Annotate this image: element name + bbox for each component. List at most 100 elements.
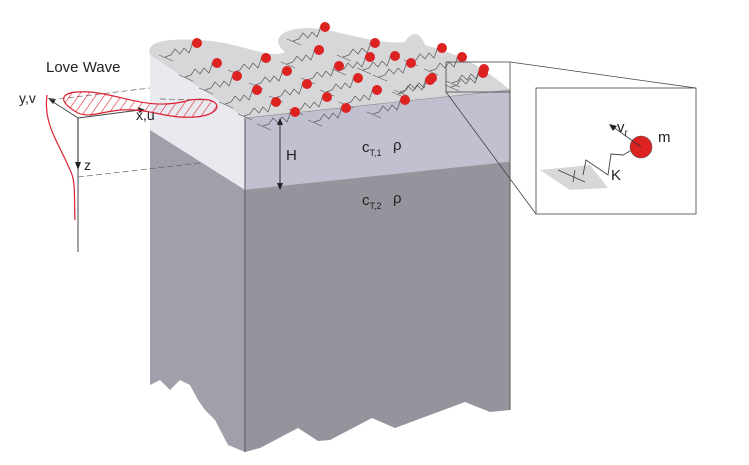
resonator-mass — [400, 95, 410, 105]
resonator-mass — [370, 38, 380, 48]
label-x-axis: x,u — [136, 107, 155, 123]
resonator-anchor — [198, 87, 214, 95]
inset-anchor-line1 — [557, 169, 586, 183]
callout-line-top — [509, 61, 697, 89]
resonator-spring — [313, 108, 342, 123]
resonator-mass — [261, 53, 271, 63]
thickness-arrowhead-bottom — [277, 183, 283, 190]
z-axis-arrowhead — [75, 162, 81, 170]
resonator-anchor — [280, 61, 296, 69]
resonator-mass — [192, 38, 202, 48]
wave-profile-hatched — [63, 91, 218, 118]
resonator-mass — [232, 71, 242, 81]
resonator-mass — [437, 43, 447, 53]
substrate-front-face — [245, 162, 510, 452]
resonator-spring — [337, 57, 366, 72]
resonator-spring — [378, 63, 407, 78]
resonator-mass — [478, 68, 488, 78]
resonator-spring — [450, 73, 479, 88]
wave-axes — [45, 87, 218, 252]
top-surface — [149, 28, 510, 118]
resonator-spring — [362, 56, 391, 71]
resonator-mass — [212, 58, 222, 68]
resonator-mass — [302, 79, 312, 89]
label-layer2-speed: cT,2 — [362, 192, 382, 211]
resonator-anchor — [356, 67, 372, 75]
substrate-side-face — [150, 130, 245, 452]
resonator-mass — [282, 66, 292, 76]
wave-profile-depth — [45, 94, 76, 221]
layer1-side-face — [150, 55, 245, 190]
resonator-anchor — [331, 68, 347, 76]
resonator-mass — [320, 22, 330, 32]
resonator-anchor — [423, 68, 439, 76]
label-layer2-density: ρ — [393, 190, 402, 207]
resonator-mass — [353, 73, 363, 83]
resonator-anchor — [256, 123, 272, 131]
resonator-spring — [325, 78, 354, 93]
resonator-anchor — [445, 80, 461, 88]
inset-velocity-arrowhead — [609, 124, 617, 131]
resonator-mass — [252, 85, 262, 95]
resonator-spring — [243, 102, 272, 117]
resonator-anchor — [286, 38, 302, 46]
resonator-mass — [314, 45, 324, 55]
layer1-front-face — [245, 90, 510, 190]
resonator-spring — [204, 76, 233, 91]
callout-line-bottom — [445, 91, 537, 215]
resonator-spring — [292, 27, 321, 42]
resonator-mass — [290, 107, 300, 117]
resonator-spring — [409, 48, 438, 63]
resonator-mass — [390, 51, 400, 61]
resonator-mass — [322, 92, 332, 102]
resonator-spring — [397, 80, 426, 95]
inset-velocity-arrow — [611, 125, 642, 148]
resonator-mass — [341, 103, 351, 113]
resonator-spring — [274, 84, 303, 99]
label-layer1-speed: cT,1 — [362, 139, 382, 158]
inset-box — [535, 87, 697, 215]
resonator-mass — [457, 52, 467, 62]
resonator-mass — [334, 61, 344, 71]
label-y-axis: y,v — [19, 90, 36, 106]
label-z-axis: z — [84, 157, 91, 173]
resonator-spring — [372, 100, 401, 115]
resonator-spring — [344, 90, 373, 105]
resonator-anchor — [237, 113, 253, 121]
top-front-edge — [244, 89, 511, 119]
x-axis-arrow — [77, 109, 141, 119]
resonator-anchor — [336, 54, 352, 62]
resonator-anchor — [444, 84, 460, 92]
label-inset-velocity: vr — [617, 119, 629, 139]
resonator-anchor — [372, 74, 388, 82]
y-axis-arrow — [49, 99, 79, 119]
resonator-mass — [271, 97, 281, 107]
layer-interface — [244, 161, 511, 191]
resonator-spring — [164, 43, 193, 58]
zoom-source-box — [445, 61, 511, 93]
thickness-arrowhead-top — [277, 118, 283, 125]
label-layer1-density: ρ — [393, 137, 402, 154]
resonator-anchor — [218, 101, 234, 109]
label-inset-stiffness: K — [611, 167, 621, 184]
resonator-spring — [429, 57, 458, 72]
resonator-anchor — [366, 111, 382, 119]
resonator-anchor — [307, 119, 323, 127]
resonator-anchor — [178, 74, 194, 82]
resonator-spring — [224, 90, 253, 105]
resonator-mass — [372, 85, 382, 95]
dashed-guide-depth — [77, 162, 201, 178]
resonator-spring — [233, 58, 262, 73]
inset-spring-icon — [582, 150, 631, 176]
resonator-spring — [254, 71, 283, 86]
inset-anchor-line2 — [572, 169, 576, 183]
label-thickness: H — [286, 147, 297, 164]
resonator-mass — [425, 75, 435, 85]
resonator-spring — [306, 66, 335, 81]
resonator-array — [158, 22, 489, 131]
resonator-mass — [365, 52, 375, 62]
resonator-spring — [342, 43, 371, 58]
resonator-mass — [406, 58, 416, 68]
resonator-spring — [294, 97, 323, 112]
